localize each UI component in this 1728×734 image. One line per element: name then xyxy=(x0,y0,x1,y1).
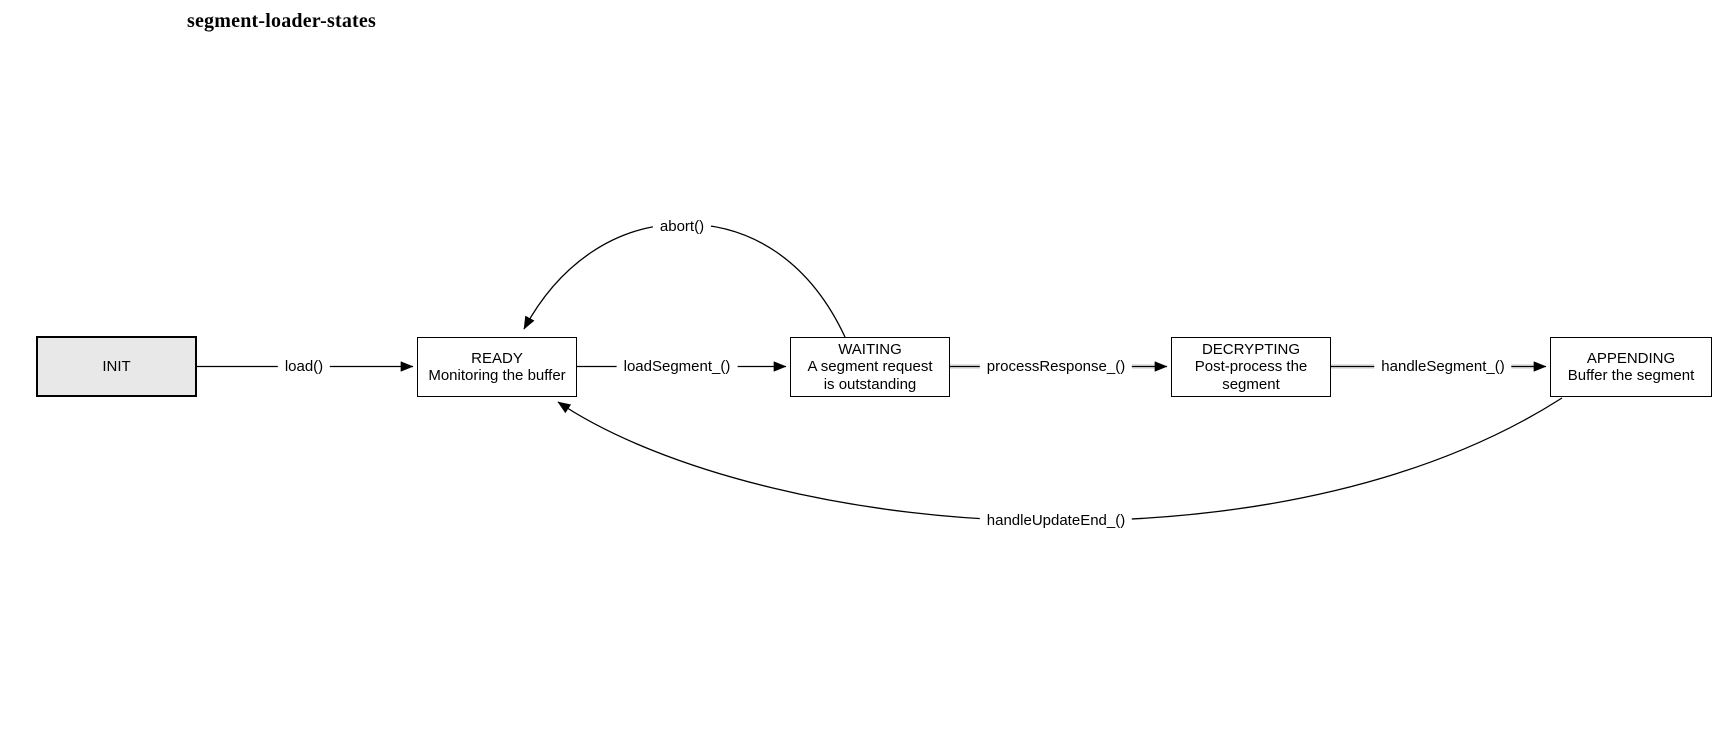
state-description: Buffer the segment xyxy=(1567,367,1695,384)
state-node-waiting: WAITING A segment request is outstanding xyxy=(790,337,950,397)
transition-arrow-abort xyxy=(523,223,846,338)
transition-label-handleupdateend: handleUpdateEnd_() xyxy=(979,512,1133,530)
state-description: A segment request is outstanding xyxy=(807,358,933,393)
transition-label-processresponse: processResponse_() xyxy=(979,358,1133,376)
state-name: INIT xyxy=(102,357,131,375)
transition-label-load: load() xyxy=(277,358,331,376)
state-node-decrypting: DECRYPTING Post-process the segment xyxy=(1171,337,1331,397)
state-name: WAITING xyxy=(838,340,902,358)
transition-arrow-handleupdateend xyxy=(557,397,1563,522)
transition-label-abort: abort() xyxy=(652,218,712,236)
transition-label-loadsegment: loadSegment_() xyxy=(616,358,738,376)
state-description: Post-process the segment xyxy=(1194,358,1308,393)
state-name: APPENDING xyxy=(1586,349,1676,367)
state-description: Monitoring the buffer xyxy=(428,367,566,384)
state-node-ready: READY Monitoring the buffer xyxy=(417,337,577,397)
diagram-title: segment-loader-states xyxy=(187,10,376,32)
state-node-appending: APPENDING Buffer the segment xyxy=(1550,337,1712,397)
state-name: READY xyxy=(471,349,523,367)
transition-label-handlesegment: handleSegment_() xyxy=(1374,358,1512,376)
state-name: DECRYPTING xyxy=(1201,340,1301,358)
state-node-init: INIT xyxy=(36,336,197,397)
